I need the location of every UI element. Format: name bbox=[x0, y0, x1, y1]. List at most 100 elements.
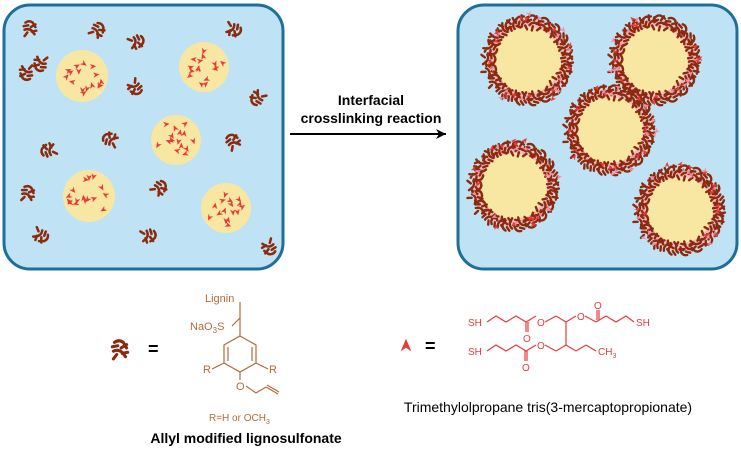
thiol-molecule bbox=[86, 174, 92, 182]
thiol-molecule bbox=[548, 171, 555, 178]
thiol-molecule bbox=[89, 63, 97, 70]
thiol-molecule bbox=[650, 131, 656, 138]
thiol-molecule bbox=[208, 213, 214, 221]
thiol-molecule bbox=[182, 150, 189, 156]
sh-bottom-left: SH bbox=[468, 347, 482, 358]
thiol-molecule bbox=[62, 74, 69, 81]
thiol-molecule bbox=[680, 167, 687, 173]
sh-top-left: SH bbox=[468, 318, 482, 329]
thiol-molecule bbox=[615, 85, 622, 91]
thiol-molecule bbox=[216, 209, 224, 216]
thiol-molecule bbox=[188, 68, 195, 74]
thiol-molecule bbox=[674, 85, 681, 91]
thiol-molecule bbox=[619, 78, 626, 84]
thiol-molecule bbox=[176, 138, 182, 145]
thiol-molecule bbox=[100, 205, 108, 212]
thiol-molecule bbox=[195, 65, 202, 73]
co-top-right: O bbox=[594, 301, 602, 312]
thiol-molecule bbox=[707, 240, 714, 245]
thiol-molecule bbox=[90, 82, 96, 89]
thiol-molecule bbox=[230, 209, 236, 216]
thiol-molecule bbox=[612, 58, 619, 64]
thiol-molecule bbox=[530, 216, 536, 223]
thiol-molecule bbox=[220, 207, 226, 215]
thiol-molecule bbox=[643, 103, 650, 110]
r-definition: R=H or OCH3 bbox=[209, 413, 270, 426]
thiol-molecule bbox=[708, 190, 715, 196]
thiol-molecule bbox=[684, 78, 690, 85]
thiol-molecule bbox=[636, 95, 642, 102]
thiol-molecule bbox=[499, 144, 506, 150]
thiol-molecule bbox=[545, 206, 552, 212]
thiol-molecule bbox=[68, 79, 76, 86]
thiol-molecule bbox=[203, 75, 211, 81]
thiol-molecule bbox=[559, 26, 566, 33]
thiol-molecule bbox=[629, 22, 636, 29]
thiol-molecule bbox=[664, 161, 670, 168]
thiol-molecule bbox=[91, 173, 98, 180]
thiol-molecule bbox=[512, 92, 517, 99]
thiol-molecule bbox=[493, 29, 499, 36]
thiol-molecule bbox=[201, 81, 209, 88]
ether-o-label: O bbox=[236, 381, 245, 393]
sulfonate-label: NaO3S bbox=[190, 321, 224, 335]
thiol-molecule bbox=[99, 78, 105, 86]
thiol-molecule bbox=[519, 15, 525, 22]
thiol-molecule bbox=[102, 193, 110, 199]
thiol-molecule bbox=[640, 234, 647, 240]
thiol-molecule bbox=[687, 172, 694, 179]
right-microcapsules bbox=[465, 10, 728, 259]
thiol-molecule bbox=[566, 41, 572, 48]
thiol-molecule bbox=[218, 198, 226, 205]
thiol-molecule bbox=[173, 125, 179, 132]
r-left-label: R bbox=[203, 364, 211, 376]
thiol-molecule bbox=[79, 87, 86, 94]
thiol-molecule bbox=[214, 63, 220, 71]
thiol-molecule bbox=[705, 233, 710, 240]
thiol-molecule bbox=[614, 167, 620, 174]
thiol-molecule bbox=[599, 161, 605, 168]
thiol-molecule bbox=[610, 37, 616, 44]
oil-droplet bbox=[201, 183, 251, 233]
thiol-molecule bbox=[471, 190, 477, 197]
thiol-molecule bbox=[526, 92, 532, 98]
thiol-molecule bbox=[176, 129, 182, 137]
thiol-molecule bbox=[692, 57, 698, 64]
thiol-molecule bbox=[688, 70, 694, 77]
thiol-molecule bbox=[634, 207, 640, 214]
thiol-molecule bbox=[512, 221, 518, 228]
thiol-molecule bbox=[493, 38, 500, 44]
trimethylolpropane-structure bbox=[486, 310, 635, 361]
thiol-molecule bbox=[536, 15, 543, 20]
lignin-legend-symbol bbox=[110, 339, 130, 361]
microcapsule bbox=[465, 137, 562, 235]
thiol-molecule bbox=[608, 90, 614, 97]
thiol-molecule bbox=[648, 176, 656, 181]
thiol-molecule bbox=[470, 165, 478, 171]
lignin-caption: Allyl modified lignosulfonate bbox=[150, 430, 342, 446]
arrow-label-line2: crosslinking reaction bbox=[301, 110, 442, 126]
thiol-molecule bbox=[702, 171, 709, 177]
thiol-molecule bbox=[163, 121, 170, 128]
thiol-molecule bbox=[522, 145, 528, 152]
thiol-molecule bbox=[489, 65, 495, 72]
thiol-molecule bbox=[714, 203, 720, 210]
thiol-molecule bbox=[227, 200, 234, 208]
oil-droplet bbox=[179, 42, 229, 92]
thiol-molecule bbox=[173, 148, 181, 155]
thiol-molecule bbox=[643, 131, 651, 136]
thiol-molecule bbox=[526, 216, 533, 222]
thiol-molecule bbox=[570, 154, 576, 161]
lignosulfonate-structure bbox=[211, 302, 280, 395]
thiol-molecule bbox=[224, 221, 232, 227]
thiol-molecule bbox=[636, 214, 643, 219]
r-right-label: R bbox=[269, 364, 277, 376]
thiol-molecule bbox=[494, 144, 500, 151]
thiol-molecule bbox=[650, 99, 655, 106]
thiol-molecule bbox=[168, 132, 174, 139]
thiol-molecule bbox=[489, 145, 495, 152]
thiol-molecule bbox=[505, 92, 510, 99]
thiol-molecule bbox=[491, 213, 498, 218]
thiol-molecule bbox=[602, 91, 607, 98]
thiol-molecule bbox=[654, 127, 661, 134]
